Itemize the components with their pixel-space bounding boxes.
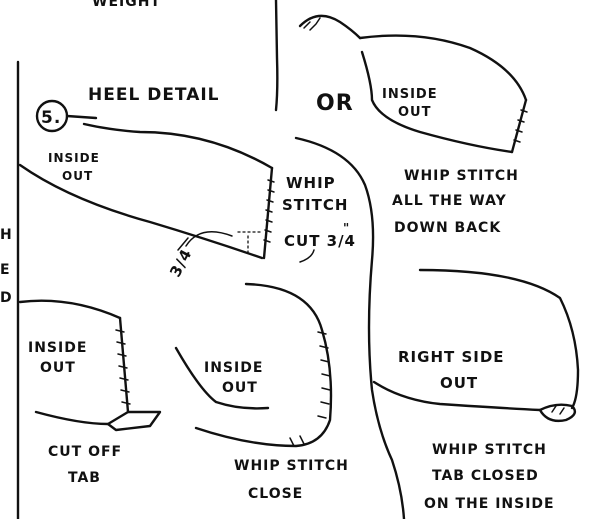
left-fragment-letter-1: H: [0, 227, 13, 243]
whip-stitch-tab-line1: WHIP STITCH: [432, 442, 547, 458]
heel-bottom-edge: [20, 165, 262, 258]
step-number-badge: 5.: [37, 101, 67, 131]
back-piece-bottom-edge: [362, 52, 512, 152]
cut-off-tab-line2: TAB: [68, 470, 101, 486]
three-quarter-small-label: 3/4: [166, 246, 196, 280]
back-piece-back-edge: [512, 100, 526, 152]
right-side-out-piece: [374, 270, 578, 421]
whip-stitch-close-line1: WHIP STITCH: [234, 458, 349, 474]
left-fragment-letter-3: D: [0, 290, 13, 306]
whip-stitch-back-line3: DOWN BACK: [394, 220, 501, 236]
tab-piece-bottom-edge: [36, 412, 108, 424]
whip-stitch-tab-line2: TAB CLOSED: [432, 468, 539, 484]
heel-detail-title: HEEL DETAIL: [88, 85, 220, 105]
cut-off-tab-shape: [108, 412, 160, 430]
cut-inch-mark: ": [343, 221, 350, 235]
inside-out-c-line2: OUT: [40, 360, 76, 376]
inside-out-b-line1: INSIDE: [382, 87, 438, 102]
back-piece-tab: [300, 16, 360, 38]
inside-out-a-line1: INSIDE: [48, 151, 100, 165]
close-piece-stitches: [290, 332, 330, 446]
step-pointer-line: [67, 116, 96, 118]
right-side-out-line1: RIGHT SIDE: [398, 348, 505, 366]
step-number: 5.: [41, 108, 61, 128]
inside-out-c-line1: INSIDE: [28, 340, 87, 356]
whip-stitch-a-line2: STITCH: [282, 196, 348, 214]
or-label: OR: [316, 91, 354, 116]
inside-out-d-line1: INSIDE: [204, 360, 263, 376]
right-side-out-line2: OUT: [440, 374, 478, 392]
heel-flat-piece: [20, 116, 274, 258]
back-seam-piece: [300, 16, 527, 152]
top-divider-line: [276, 0, 277, 110]
rso-tab-stitches: [552, 406, 564, 414]
inside-out-b-line2: OUT: [398, 105, 431, 120]
heel-top-edge: [84, 124, 272, 168]
cut-label-pointer: [300, 250, 314, 262]
whip-stitch-back-line2: ALL THE WAY: [392, 193, 507, 209]
whip-stitch-close-line2: CLOSE: [248, 486, 303, 502]
whip-stitch-a-line1: WHIP: [286, 174, 336, 192]
inside-out-a-line2: OUT: [62, 169, 93, 183]
tab-piece-top-edge: [20, 301, 120, 318]
whip-stitch-tab-line3: ON THE INSIDE: [424, 496, 555, 512]
whip-stitch-back-line1: WHIP STITCH: [404, 168, 519, 184]
top-weight-fragment: WEIGHT: [92, 0, 161, 10]
rso-tab-closed: [540, 405, 575, 421]
cut-off-tab-line1: CUT OFF: [48, 444, 122, 460]
left-fragment-letter-2: E: [0, 262, 11, 278]
inside-out-d-line2: OUT: [222, 380, 258, 396]
cut-arc: [186, 232, 232, 246]
close-piece-lower-edge: [176, 348, 268, 408]
